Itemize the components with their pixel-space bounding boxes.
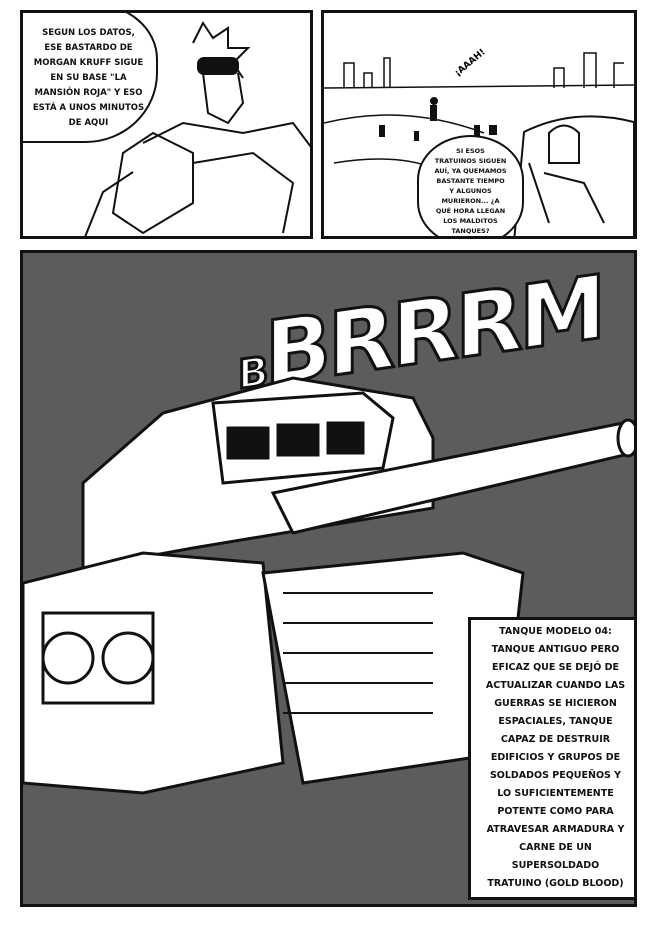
panel-1: SEGUN LOS DATOS, ESE BASTARDO DE MORGAN …	[20, 10, 313, 239]
speech-line: Y ALGUNOS	[449, 187, 492, 195]
caption-line: TANQUE ANTIGUO PERO	[491, 644, 620, 655]
caption-line: CAPAZ DE DESTRUIR	[500, 734, 611, 745]
speech-line: TANQUES?	[451, 227, 490, 235]
caption-line: TANQUE MODELO 04:	[499, 626, 612, 637]
speech-line: SEGUN LOS DATOS,	[42, 27, 135, 38]
speech-line: MANSIÓN ROJA" Y ESO	[34, 87, 143, 98]
caption-line: CARNE DE UN	[519, 842, 592, 853]
caption-line: TRATUINO (GOLD BLOOD)	[487, 878, 624, 889]
speech-line: MURIERON... ¿A	[441, 197, 500, 205]
panel-2: ¡AAAH! SI ESOS TRATUINOS SIGUEN AUÍ, YA …	[321, 10, 637, 239]
speech-line: LOS MALDITOS	[443, 217, 498, 225]
speech-line: BASTANTE TIEMPO	[436, 177, 505, 185]
soldier-with-sunglasses-illustration	[84, 21, 310, 236]
speech-line: SI ESOS	[456, 147, 485, 155]
speech-line: AUÍ, YA QUEMAMOS	[434, 167, 507, 175]
caption-line: SUPERSOLDADO	[511, 860, 600, 871]
speech-line: TRATUINOS SIGUEN	[434, 157, 507, 165]
speech-line: ESE BASTARDO DE	[44, 42, 133, 53]
caption-line: LO SUFICIENTEMENTE	[497, 788, 614, 799]
caption-line: GUERRAS SE HICIERON	[494, 698, 617, 709]
caption-line: EFICAZ QUE SE DEJÓ DE	[492, 662, 619, 673]
caption-line: SOLDADOS PEQUEÑOS Y	[489, 770, 622, 781]
caption-line: ATRAVESAR ARMADURA Y	[486, 824, 625, 835]
caption-line: ACTUALIZAR CUANDO LAS	[485, 680, 626, 691]
speech-line: DE AQUI	[68, 117, 109, 128]
speech-line: ESTÁ A UNOS MINUTOS	[32, 102, 145, 113]
speech-bubble: SEGUN LOS DATOS, ESE BASTARDO DE MORGAN …	[23, 13, 158, 143]
tank-illustration	[23, 376, 634, 795]
speech-line: QUÉ HORA LLEGAN	[435, 207, 506, 215]
caption-line: POTENTE COMO PARA	[497, 806, 614, 817]
caption-line: ESPACIALES, TANQUE	[498, 716, 613, 727]
speech-line: EN SU BASE "LA	[50, 72, 127, 83]
caption-box: TANQUE MODELO 04: TANQUE ANTIGUO PERO EF…	[468, 617, 634, 900]
speech-line: MORGAN KRUFF SIGUE	[33, 57, 144, 68]
panel-3: BBRRRM TANQUE MODELO 04: TANQUE ANTIGUO …	[20, 250, 637, 907]
caption-line: EDIFICIOS Y GRUPOS DE	[490, 752, 621, 763]
speech-bubble: SI ESOS TRATUINOS SIGUEN AUÍ, YA QUEMAMO…	[417, 135, 524, 236]
